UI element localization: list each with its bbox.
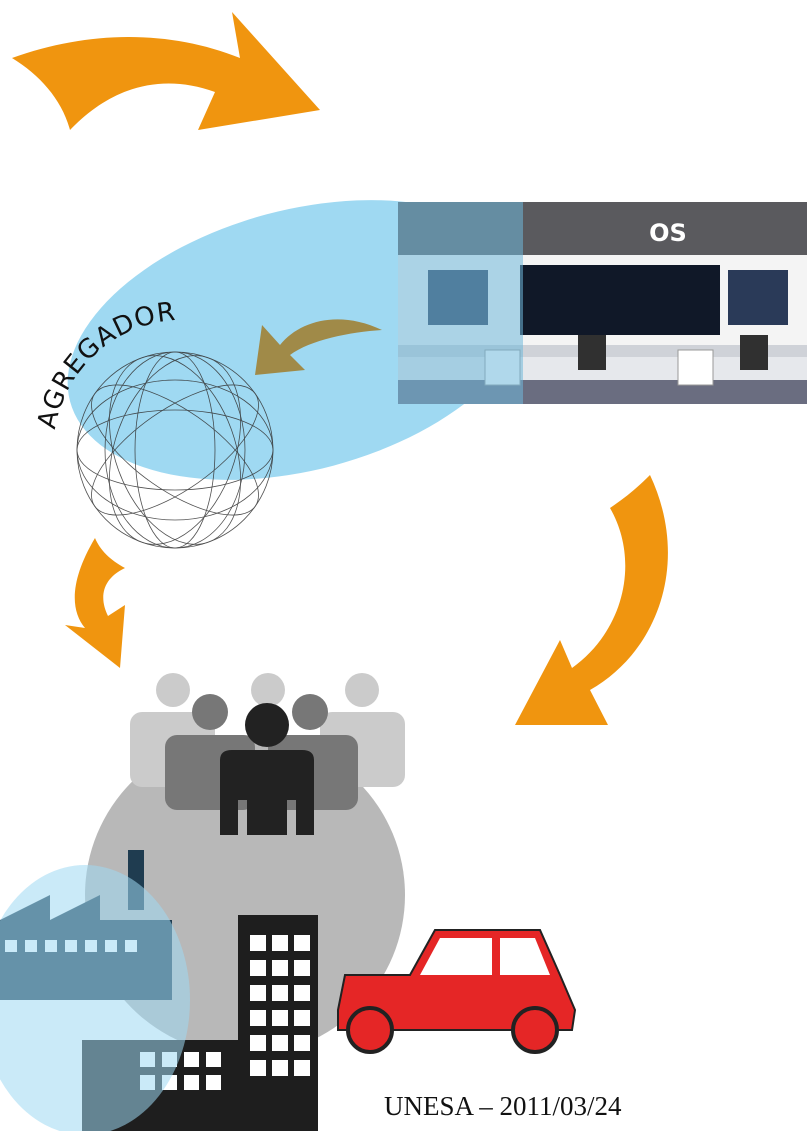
aggregator-input-arrow	[255, 319, 382, 375]
aggregator-output-arrow	[65, 538, 125, 668]
car-icon	[337, 929, 577, 1054]
people-group-icon	[130, 673, 405, 835]
factory-bubble	[0, 865, 190, 1131]
aggregator-globe-icon	[76, 351, 274, 549]
control-room-image: OS	[398, 202, 807, 404]
control-room-label: OS	[649, 219, 687, 247]
footer-text: UNESA – 2011/03/24	[384, 1091, 622, 1121]
top-curved-arrow	[12, 12, 320, 130]
control-room-output-arrow	[515, 475, 668, 725]
